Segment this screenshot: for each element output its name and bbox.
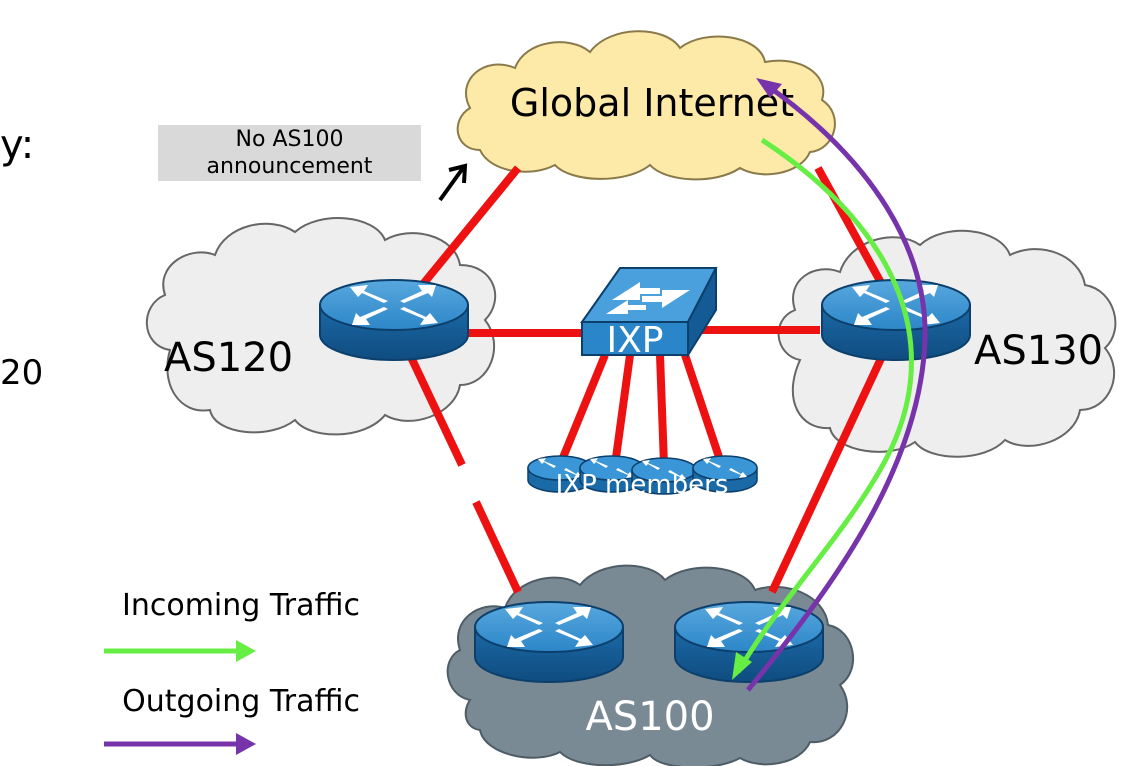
as120-label: AS120 [164, 335, 293, 381]
heading-fragment: y: [0, 122, 35, 168]
link-ixp-member-3 [656, 354, 668, 466]
ixp-members-label: IXP members [556, 470, 729, 500]
link-internet-as130 [814, 166, 889, 292]
as130-label: AS130 [974, 328, 1103, 374]
global-internet-label: Global Internet [510, 81, 794, 125]
as100-label: AS100 [585, 694, 714, 740]
legend-outgoing-arrow [104, 733, 256, 755]
link-as120-as100-lower [472, 500, 522, 594]
callout-line-2: announcement [206, 154, 373, 179]
body-fragment: 20 [0, 353, 44, 393]
ixp-switch-label: IXP [607, 320, 664, 361]
legend-incoming-arrow [104, 640, 256, 662]
as100-router-right [674, 601, 824, 683]
link-as120-internet [406, 165, 522, 303]
incoming-traffic-path [735, 137, 914, 674]
no-announcement-callout: No AS100 announcement [158, 125, 421, 181]
callout-arrow [438, 163, 468, 202]
legend-outgoing-label: Outgoing Traffic [122, 684, 360, 719]
outgoing-arrowhead [756, 78, 782, 98]
link-as130-as100 [768, 348, 889, 594]
link-ixp-member-1 [558, 353, 609, 462]
link-as120-as100-upper [406, 353, 466, 467]
legend-incoming-label: Incoming Traffic [122, 588, 360, 623]
as100-router-left [474, 601, 624, 683]
outgoing-traffic-path [746, 79, 928, 692]
link-group [406, 165, 889, 594]
incoming-arrowhead [732, 652, 752, 680]
as120-router [319, 279, 469, 361]
global-internet-cloud [456, 30, 836, 181]
ixp-switch [580, 267, 718, 359]
link-ixp-member-2 [611, 354, 634, 466]
link-ixp-member-4 [681, 353, 724, 462]
callout-line-1: No AS100 [235, 127, 344, 152]
